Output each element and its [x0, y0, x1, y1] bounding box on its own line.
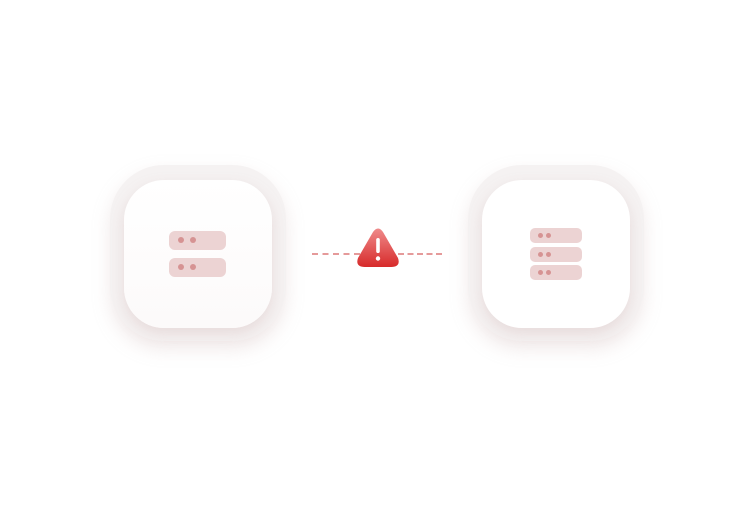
server-led — [178, 237, 184, 243]
server-unit — [530, 265, 582, 280]
server-led — [178, 264, 184, 270]
server-led — [546, 233, 551, 238]
connection-line-left — [312, 253, 360, 255]
server-led — [538, 233, 543, 238]
server-led — [538, 252, 543, 257]
server-led — [546, 270, 551, 275]
server-unit — [530, 228, 582, 243]
server-unit — [169, 231, 226, 250]
server-led — [190, 264, 196, 270]
right-node-card — [482, 180, 630, 328]
left-node-card — [124, 180, 272, 328]
warning-icon — [357, 228, 399, 267]
server-led — [546, 252, 551, 257]
server-led — [538, 270, 543, 275]
server-unit — [169, 258, 226, 277]
connection-line-right — [398, 253, 442, 255]
server-unit — [530, 247, 582, 262]
server-led — [190, 237, 196, 243]
